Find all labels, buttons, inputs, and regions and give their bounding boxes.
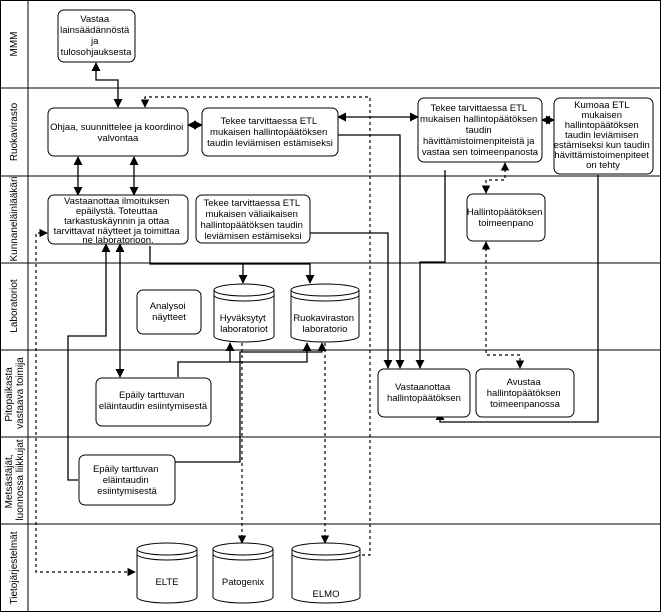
edge-me-epaily-labs (175, 342, 327, 463)
box-me-epaily (78, 454, 176, 506)
box-pp-vastaanottaa (377, 368, 471, 418)
edge-elmo-ohjaa (140, 96, 371, 556)
box-ke-valiaik (195, 194, 311, 244)
box-rv-ohjaa (47, 107, 189, 157)
cylinder-hyvaksytyt (213, 283, 275, 343)
lane-label-tietojarjestelmat: Tietojärjestelmät (9, 531, 20, 604)
text-ts-elte: ELTE (155, 577, 178, 588)
edge-etl2-toimeenpano (481, 162, 510, 194)
box-ke-toimeenpano (466, 193, 546, 242)
cylinder-elmo (291, 542, 361, 604)
lane-label-ruokavirasto: Ruokavirasto (9, 102, 20, 161)
edge-toimeenpano-avustaa (481, 241, 525, 369)
text-mmm-vastaa: Vastaa lainsäädännöstä ja tulosohjaukses… (60, 14, 132, 58)
box-ke-vastaanottaa (47, 194, 189, 245)
text-rv-etl2: Tekee tarvittaessa ETL mukaisen hallinto… (420, 103, 540, 158)
cylinder-patogenix (212, 542, 274, 604)
lane-label-mmm: MMM (9, 32, 20, 57)
text-ts-patogenix: Patogenix (222, 577, 265, 588)
text-me-epaily: Epäily tarttuvan eläintaudin esiintymise… (93, 464, 161, 497)
edge-etl2-pp-vastaanottaa (415, 170, 446, 369)
edge-valiaik-pp-vastaanottaa (310, 232, 393, 369)
text-rv-ohjaa: Ohjaa, suunnittelee ja koordinoi valvont… (50, 122, 186, 144)
process-boxes (47, 9, 654, 506)
text-ke-valiaik: Tekee tarvittaessa ETL mukaisen väliaika… (200, 198, 305, 242)
text-pp-avustaa: Avustaa hallintopäätöksen toimeenpanossa (487, 377, 564, 410)
edge-ke-elte (35, 228, 136, 577)
text-ke-toimeenpano: Hallintopäätöksen toimeenpano (467, 207, 545, 229)
text-ke-vastaanottaa: Vastaanottaa ilmoituksen epäilystä. Tote… (54, 196, 183, 246)
text-pp-vastaanottaa: Vastaanottaa hallintopäätöksen (387, 382, 461, 404)
lane-label-kunnanelainlaakari: Kunnaneläinlääkäri (9, 176, 20, 261)
edge-pp-epaily-ruokavirasto (230, 342, 312, 363)
cylinder-ruokavirasto-lab (290, 283, 360, 343)
box-pp-epaily (95, 377, 212, 427)
text-ts-elmo: ELMO (313, 589, 340, 600)
box-pp-avustaa (475, 368, 575, 418)
edge-mmm-ohjaa (91, 62, 123, 108)
text-rv-kumoaa: Kumoaa ETL mukaisen hallintopäätöksen ta… (554, 100, 653, 171)
dashed-connectors (35, 96, 525, 577)
text-lab-ruokavirasto: Ruokaviraston laboratorio (293, 313, 356, 335)
edge-etl1-pp-vastaanottaa (338, 134, 405, 369)
text-lab-hyvaksytyt: Hyväksytyt laboratoriot (220, 313, 269, 335)
lane-label-laboratoriot: Laboratoriot (9, 279, 20, 333)
box-rv-kumoaa (553, 97, 654, 175)
edge-me-epaily-ke (67, 243, 111, 481)
box-lab-analysoi (136, 289, 202, 335)
text-lab-analysoi: Analysoi näytteet (150, 301, 189, 323)
lane-labels: MMM Ruokavirasto Kunnaneläinlääkäri Labo… (4, 32, 26, 605)
cylinders (136, 283, 361, 604)
node-texts: Vastaa lainsäädännöstä ja tulosohjaukses… (50, 14, 653, 600)
edge-ke-hyvaksytyt (149, 246, 248, 284)
text-rv-etl1: Tekee tarvittaessa ETL mukaisen hallinto… (207, 116, 333, 149)
box-mmm-vastaa (57, 9, 136, 63)
lane-label-metsastajat: Metsästäjät, luonnossa liikkujat (4, 439, 26, 520)
box-rv-etl2 (417, 97, 543, 163)
cylinder-elte (136, 542, 198, 604)
lane-label-pitopaikasta: Pitopaikasta vastaava toimija (4, 357, 26, 429)
text-pp-epaily: Epäily tarttuvan eläintaudin esiintymise… (99, 390, 208, 412)
box-rv-etl1 (201, 107, 339, 157)
edge-ke-ruokavirasto-lab (243, 263, 315, 284)
edge-pp-epaily-hyvaksytyt (177, 342, 235, 377)
